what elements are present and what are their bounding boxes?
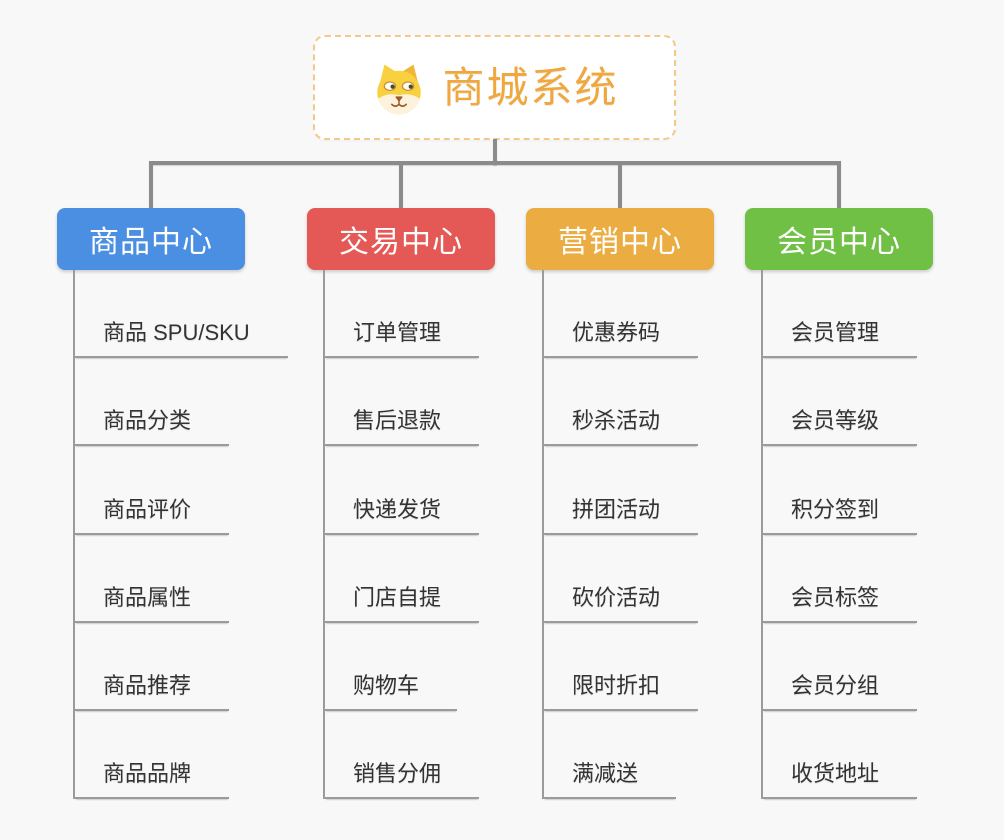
leaf-node[interactable]: 销售分佣 bbox=[325, 756, 480, 800]
branch-children: 会员管理会员等级积分签到会员标签会员分组收货地址 bbox=[761, 270, 918, 800]
connector-drop bbox=[618, 163, 622, 210]
leaf-node[interactable]: 会员管理 bbox=[763, 315, 918, 359]
leaf-row: 门店自提 bbox=[325, 535, 480, 623]
leaf-row: 商品评价 bbox=[75, 446, 288, 535]
leaf-row: 售后退款 bbox=[325, 358, 480, 447]
leaf-row: 积分签到 bbox=[763, 446, 918, 535]
dog-face-icon bbox=[377, 63, 422, 114]
leaf-node[interactable]: 商品分类 bbox=[75, 403, 230, 447]
connector-root-stem bbox=[493, 139, 497, 165]
leaf-node[interactable]: 会员标签 bbox=[763, 580, 918, 623]
branch-header[interactable]: 会员中心 bbox=[745, 208, 933, 270]
connector-drop bbox=[399, 163, 403, 210]
leaf-row: 购物车 bbox=[325, 623, 479, 711]
leaf-node[interactable]: 积分签到 bbox=[763, 492, 918, 535]
leaf-node[interactable]: 秒杀活动 bbox=[544, 403, 699, 447]
leaf-row: 优惠券码 bbox=[544, 270, 699, 359]
root-title: 商城系统 bbox=[442, 63, 619, 111]
leaf-node[interactable]: 会员等级 bbox=[763, 403, 918, 447]
leaf-node[interactable]: 会员分组 bbox=[763, 668, 918, 711]
leaf-row: 砍价活动 bbox=[544, 535, 699, 623]
leaf-row: 限时折扣 bbox=[544, 623, 699, 711]
leaf-node[interactable]: 商品评价 bbox=[75, 492, 230, 535]
leaf-node[interactable]: 售后退款 bbox=[325, 403, 480, 447]
leaf-row: 拼团活动 bbox=[544, 446, 699, 535]
connector-rail bbox=[149, 161, 841, 165]
branch-node: 会员中心会员管理会员等级积分签到会员标签会员分组收货地址 bbox=[745, 208, 933, 800]
leaf-row: 秒杀活动 bbox=[544, 358, 699, 447]
leaf-row: 会员等级 bbox=[763, 358, 918, 447]
leaf-row: 会员管理 bbox=[763, 270, 918, 359]
leaf-row: 商品品牌 bbox=[75, 711, 288, 800]
branch-header[interactable]: 营销中心 bbox=[526, 208, 714, 270]
branch-node: 交易中心订单管理售后退款快递发货门店自提购物车销售分佣 bbox=[307, 208, 495, 800]
leaf-node[interactable]: 快递发货 bbox=[325, 492, 480, 535]
leaf-node[interactable]: 限时折扣 bbox=[544, 668, 699, 711]
leaf-node[interactable]: 订单管理 bbox=[325, 315, 480, 359]
connector-drop bbox=[149, 163, 153, 210]
root-node[interactable]: 商城系统 bbox=[313, 35, 676, 140]
leaf-row: 订单管理 bbox=[325, 270, 480, 359]
leaf-node[interactable]: 商品品牌 bbox=[75, 756, 230, 800]
branch-node: 营销中心优惠券码秒杀活动拼团活动砍价活动限时折扣满减送 bbox=[526, 208, 714, 800]
leaf-node[interactable]: 购物车 bbox=[325, 668, 458, 711]
branch-children: 优惠券码秒杀活动拼团活动砍价活动限时折扣满减送 bbox=[542, 270, 699, 800]
connector-drop bbox=[837, 163, 841, 210]
leaf-row: 收货地址 bbox=[763, 711, 918, 800]
branch-children: 商品 SPU/SKU 商品分类商品评价商品属性商品推荐商品品牌 bbox=[73, 270, 288, 800]
leaf-node[interactable]: 砍价活动 bbox=[544, 580, 699, 623]
branch-node: 商品中心商品 SPU/SKU 商品分类商品评价商品属性商品推荐商品品牌 bbox=[57, 208, 288, 800]
leaf-node[interactable]: 满减送 bbox=[544, 756, 677, 800]
branch-children: 订单管理售后退款快递发货门店自提购物车销售分佣 bbox=[323, 270, 480, 800]
leaf-row: 满减送 bbox=[544, 711, 698, 800]
leaf-node[interactable]: 优惠券码 bbox=[544, 315, 699, 359]
branch-header[interactable]: 商品中心 bbox=[57, 208, 245, 270]
leaf-node[interactable]: 门店自提 bbox=[325, 580, 480, 623]
leaf-row: 商品 SPU/SKU bbox=[75, 270, 288, 359]
leaf-row: 商品属性 bbox=[75, 535, 288, 623]
leaf-row: 商品分类 bbox=[75, 358, 288, 447]
leaf-node[interactable]: 商品推荐 bbox=[75, 668, 230, 711]
leaf-row: 商品推荐 bbox=[75, 623, 288, 711]
branch-header[interactable]: 交易中心 bbox=[307, 208, 495, 270]
leaf-node[interactable]: 收货地址 bbox=[763, 756, 918, 800]
leaf-row: 快递发货 bbox=[325, 446, 480, 535]
leaf-row: 会员分组 bbox=[763, 623, 918, 711]
leaf-row: 销售分佣 bbox=[325, 711, 480, 800]
leaf-node[interactable]: 商品属性 bbox=[75, 580, 230, 623]
leaf-row: 会员标签 bbox=[763, 535, 918, 623]
leaf-node[interactable]: 拼团活动 bbox=[544, 492, 699, 535]
leaf-node[interactable]: 商品 SPU/SKU bbox=[75, 315, 288, 359]
